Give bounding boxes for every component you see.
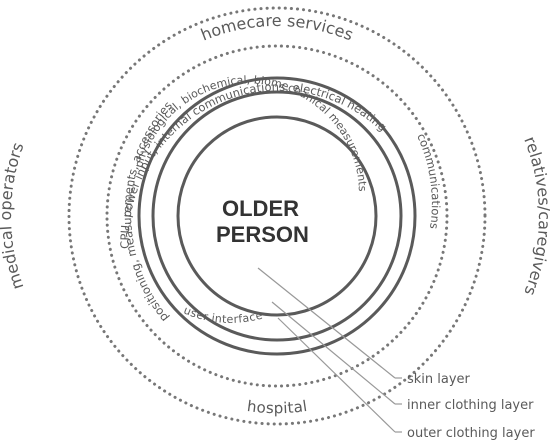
- inner-clothing-ring: [151, 90, 403, 342]
- skin-leader: [257, 267, 396, 379]
- callout-outer-clothing-layer: outer clothing layer: [407, 426, 535, 441]
- label-relatives-caregivers: relatives/caregivers: [520, 134, 550, 299]
- outer-clothing-ring: [137, 76, 417, 356]
- inner-clothing-leader: [271, 301, 396, 405]
- label-medical-operators: medical operators: [0, 140, 28, 292]
- label-communications: communications: [414, 131, 443, 230]
- callout-skin-layer: skin layer: [407, 372, 471, 387]
- center-label-line1: OLDER: [222, 196, 299, 221]
- label-hospital: hospital: [246, 397, 308, 417]
- label-user-interface: user interface: [182, 304, 264, 326]
- callout-inner-clothing-layer: inner clothing layer: [407, 398, 534, 413]
- center-label-line2: PERSON: [216, 222, 309, 247]
- skin-ring: [176, 115, 378, 317]
- third-dotted-ring: [105, 44, 449, 388]
- outer-clothing-leader: [277, 317, 396, 433]
- outer-dotted-ring: [67, 6, 487, 426]
